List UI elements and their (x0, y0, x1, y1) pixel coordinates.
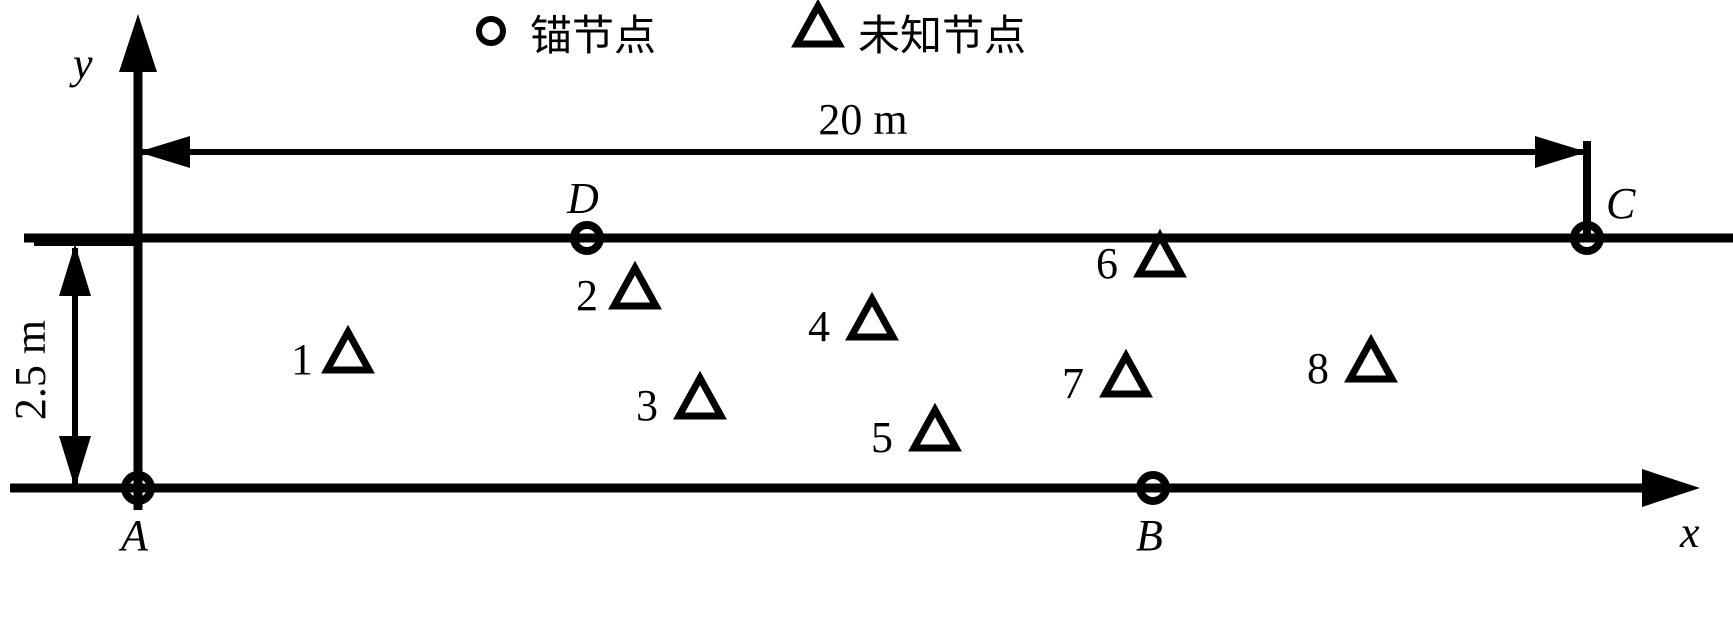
unknown-marker-8 (1344, 333, 1398, 383)
anchor-node-d[interactable] (570, 221, 604, 255)
unknown-label-2: 2 (576, 271, 598, 320)
legend: 锚节点 未知节点 (476, 0, 1026, 60)
y-axis-label: y (69, 39, 93, 88)
unknown-node-6[interactable]: 6 (1096, 228, 1187, 288)
unknown-marker-5 (908, 402, 962, 452)
unknown-marker-4 (845, 291, 899, 341)
y-axis-arrowhead (119, 14, 157, 72)
unknown-label-3: 3 (636, 381, 658, 430)
unknown-label-1: 1 (291, 335, 313, 384)
anchor-label-a: A (118, 511, 149, 560)
anchor-node-c[interactable] (1570, 221, 1604, 255)
dimension-arrowhead-left (138, 136, 190, 168)
unknown-label-6: 6 (1096, 239, 1118, 288)
unknown-marker-1 (321, 324, 375, 374)
legend-triangle-marker (791, 0, 845, 48)
unknown-node-7[interactable]: 7 (1062, 348, 1153, 408)
dimension-label-2-5m: 2.5 m (6, 320, 55, 420)
unknown-marker-7 (1099, 348, 1153, 398)
dimension-arrowhead-right (1535, 136, 1587, 168)
anchor-label-d: D (566, 174, 599, 223)
x-axis-label: x (1679, 508, 1700, 557)
unknown-marker-2 (608, 260, 662, 310)
legend-label-anchor: 锚节点 (530, 11, 656, 60)
anchor-label-b: B (1136, 511, 1163, 560)
unknown-label-7: 7 (1062, 359, 1084, 408)
unknown-label-4: 4 (808, 302, 830, 351)
horizontal-dimension: 20 m (138, 95, 1591, 238)
unknown-node-3[interactable]: 3 (636, 370, 727, 430)
unknown-node-2[interactable]: 2 (576, 260, 662, 320)
x-axis-arrowhead (1642, 469, 1700, 507)
unknown-nodes-group: 1 2 3 4 5 (291, 228, 1398, 462)
unknown-node-8[interactable]: 8 (1307, 333, 1398, 393)
anchor-node-a[interactable] (121, 471, 155, 505)
anchor-label-c: C (1606, 179, 1636, 228)
dimension-arrowhead-down (59, 436, 91, 488)
unknown-marker-6 (1133, 228, 1187, 278)
dimension-arrowhead-up (59, 244, 91, 296)
unknown-node-5[interactable]: 5 (871, 402, 962, 462)
unknown-node-4[interactable]: 4 (808, 291, 899, 351)
vertical-dimension: 2.5 m (6, 238, 138, 492)
unknown-node-1[interactable]: 1 (291, 324, 375, 384)
unknown-label-5: 5 (871, 413, 893, 462)
anchor-node-b[interactable] (1136, 471, 1170, 505)
anchor-nodes-group: A B C D (118, 174, 1636, 560)
axes-group: y x (10, 14, 1733, 557)
legend-circle-marker (476, 16, 506, 46)
dimension-label-20m: 20 m (818, 95, 907, 144)
legend-label-unknown: 未知节点 (858, 11, 1026, 60)
unknown-label-8: 8 (1307, 344, 1329, 393)
unknown-marker-3 (673, 370, 727, 420)
